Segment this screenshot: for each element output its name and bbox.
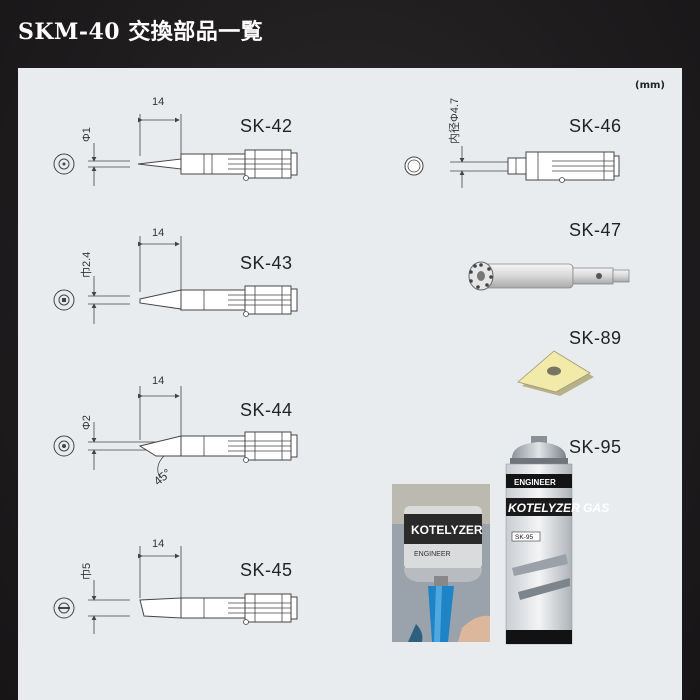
angle-sk-44: 45° [151,466,174,489]
drawing-sk-44: Φ2 14 45° [53,375,298,489]
drawing-sk-46: 内径Φ4.7 [404,98,620,188]
label-sk-45: SK-45 [240,560,293,580]
can-product: KOTELYZER GAS [508,501,609,515]
page-title: SKM-40 交換部品一覧 [18,19,264,45]
length-sk-42: 14 [152,96,164,108]
unit-label: (mm) [635,80,665,91]
gas-can-sk-95: ENGINEER KOTELYZER GAS SK-95 [505,436,609,645]
dim-sk-44: Φ2 [81,415,93,430]
photo-can-text: KOTELYZER [411,523,483,537]
can-model: SK-95 [515,534,533,541]
technical-drawings: Φ1 14 巾2.4 [53,96,630,645]
drawing-sk-43: 巾2.4 14 [53,227,298,324]
drawing-sk-45: 巾5 14 [53,538,298,634]
parts-panel: (mm) SK-42 SK-43 SK-44 SK-45 SK-46 SK-47… [18,68,682,700]
can-brand: ENGINEER [514,478,556,487]
label-sk-89: SK-89 [569,328,622,348]
label-sk-46: SK-46 [569,116,622,136]
dim-sk-46: 内径Φ4.7 [447,98,461,144]
dim-sk-45: 巾5 [79,563,93,580]
usage-photo: KOTELYZER ENGINEER [392,484,490,642]
label-sk-42: SK-42 [240,116,293,136]
length-sk-44: 14 [152,375,164,387]
label-sk-95: SK-95 [569,437,622,457]
drawing-sk-47 [468,261,630,291]
dim-sk-43: 巾2.4 [79,252,93,278]
dim-sk-42: Φ1 [81,127,93,142]
label-sk-47: SK-47 [569,220,622,240]
length-sk-45: 14 [152,538,164,550]
label-sk-43: SK-43 [240,253,293,273]
drawing-sk-42: Φ1 14 [53,96,298,186]
length-sk-43: 14 [152,227,164,239]
label-sk-44: SK-44 [240,400,293,420]
photo-brand-text: ENGINEER [414,551,451,558]
drawing-sk-89 [517,350,594,396]
